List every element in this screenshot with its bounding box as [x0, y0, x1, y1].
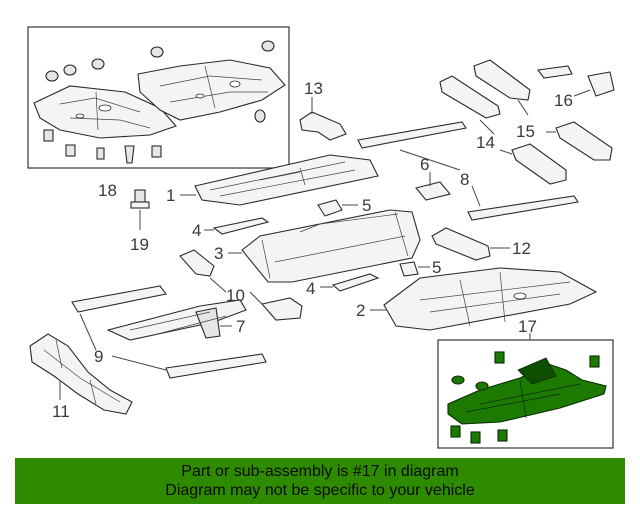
part-19-clip: [130, 189, 150, 230]
callout-5b: 5: [432, 258, 441, 277]
highlight-notice-banner: Part or sub-assembly is #17 in diagram D…: [15, 458, 625, 504]
callout-11: 11: [52, 402, 70, 421]
callout-3: 3: [214, 244, 223, 263]
banner-line-2: Diagram may not be specific to your vehi…: [165, 482, 475, 499]
parts-diagram: 1 2 3 4 4 5 5 6 7 8 9 10 11 12 13 14 15 …: [27, 26, 615, 449]
callout-labels: 1 2 3 4 4 5 5 6 7 8 9 10 11 12 13 14 15 …: [52, 79, 573, 421]
callout-18: 18: [98, 181, 117, 200]
part-15-members: [473, 59, 613, 161]
callout-16: 16: [554, 91, 573, 110]
part-9-rails: [71, 285, 267, 379]
callout-4b: 4: [306, 279, 315, 298]
part-7-crossmember: [106, 299, 247, 341]
part-5-brackets: [317, 199, 430, 277]
part-14-members: [439, 75, 567, 185]
callout-13: 13: [304, 79, 323, 98]
callout-2: 2: [356, 301, 365, 320]
part-16-brackets: [536, 65, 615, 97]
callout-7: 7: [236, 317, 245, 336]
part-12-bracket: [431, 227, 510, 261]
callout-1: 1: [166, 186, 175, 205]
clip-icons-bottom: [43, 129, 162, 164]
callout-8: 8: [460, 170, 469, 189]
callout-6: 6: [420, 155, 429, 174]
callout-4a: 4: [192, 221, 201, 240]
callout-17: 17: [518, 317, 537, 336]
inset-box-18: [27, 26, 290, 169]
callout-9: 9: [94, 347, 103, 366]
part-13-bracket: [299, 97, 347, 141]
callout-5a: 5: [362, 196, 371, 215]
callout-12: 12: [512, 239, 531, 258]
callout-15: 15: [516, 122, 535, 141]
part-11-side-member: [29, 333, 133, 415]
part-17-box: [437, 333, 614, 449]
part-8-rails: [357, 121, 579, 221]
part-17-engine-under-cover: [447, 363, 607, 425]
clip-icons-top: [45, 40, 275, 123]
part-3-tunnel: [228, 209, 421, 283]
part-10-brackets: [179, 249, 303, 321]
callout-19: 19: [130, 235, 149, 254]
banner-line-1: Part or sub-assembly is #17 in diagram: [181, 463, 459, 480]
part-17-clips: [450, 351, 600, 444]
callout-14: 14: [476, 133, 495, 152]
part-6-bracket: [415, 172, 451, 201]
callout-10: 10: [226, 286, 245, 305]
part-4-rails: [204, 217, 380, 292]
part-1-floor-pan: [180, 154, 379, 206]
part-2-rear-floor: [370, 267, 598, 331]
